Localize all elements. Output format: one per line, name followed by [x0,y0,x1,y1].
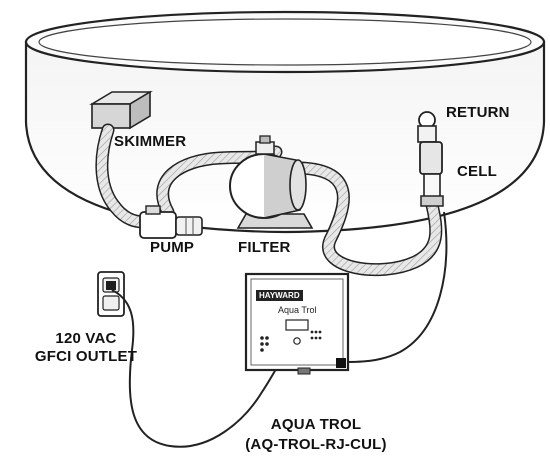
controller-bottom-port [297,367,311,375]
label-controller-line1: AQUA TROL [270,416,362,433]
aqua-trol-controller [244,272,350,375]
controller-display [285,319,309,331]
label-skimmer: SKIMMER [114,133,187,150]
controller-button [293,337,301,345]
pool-rim-inner [38,18,532,66]
controller-brand-label: HAYWARD [256,290,303,301]
label-controller-line2: (AQ-TROL-RJ-CUL) [245,436,387,453]
power-cord [111,289,279,448]
gfci-outlet [97,271,125,317]
label-outlet-line2: GFCI OUTLET [34,348,138,365]
pool-wall [24,40,546,234]
label-cell: CELL [457,163,497,180]
filter [229,135,314,229]
controller-indicator-lights [260,336,269,352]
controller-model-label: Aqua Trol [278,305,317,315]
label-pump: PUMP [150,239,195,256]
pool [24,10,546,234]
label-outlet-line1: 120 VAC [55,330,117,347]
cell-cable [343,211,448,363]
label-filter: FILTER [238,239,291,256]
return-fitting [417,111,437,143]
controller-cable-port [336,358,346,368]
salt-cell [419,141,444,207]
pump [139,205,203,239]
label-return: RETURN [446,104,510,121]
controller-status-dots [310,330,322,340]
